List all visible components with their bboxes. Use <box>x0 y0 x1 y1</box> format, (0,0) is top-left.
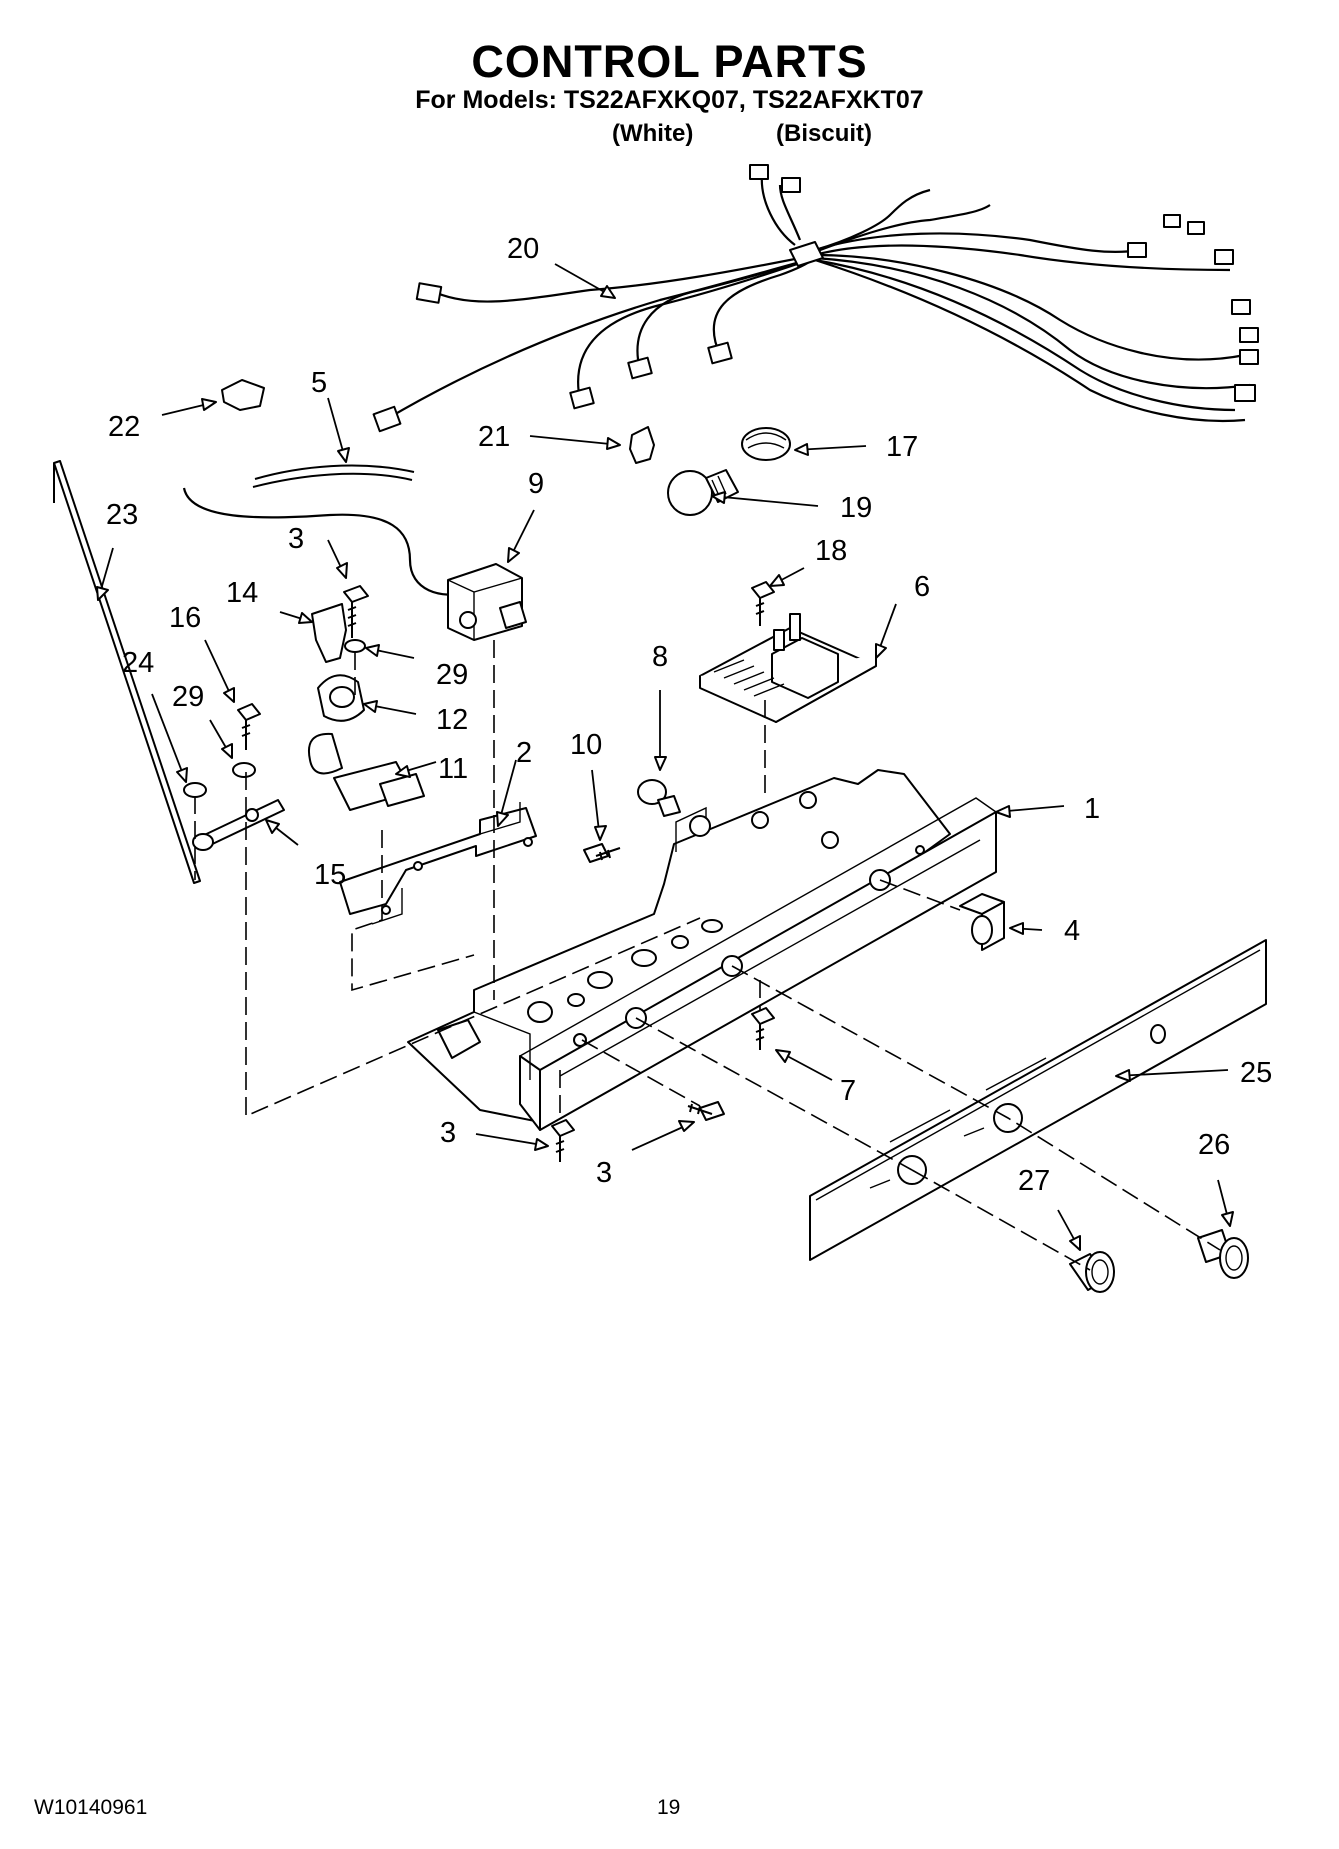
tube-part-5[interactable] <box>252 464 415 488</box>
screw-part-3-top[interactable] <box>343 585 369 638</box>
callout-4: 4 <box>1064 915 1080 947</box>
variant-biscuit-label: (Biscuit) <box>776 120 872 147</box>
knob-part-27[interactable] <box>1069 1251 1115 1293</box>
grommet-part-8[interactable] <box>637 779 681 817</box>
screw-part-3-bottom-left[interactable] <box>551 1119 575 1162</box>
callout-24: 24 <box>122 647 154 679</box>
rod-part-23[interactable] <box>53 460 201 884</box>
callout-8: 8 <box>652 641 668 673</box>
callout-23: 23 <box>106 499 138 531</box>
screw-part-16[interactable] <box>237 703 261 750</box>
callout-20: 20 <box>507 233 539 265</box>
switch-part-4[interactable] <box>959 893 1005 951</box>
callout-11: 11 <box>438 753 468 785</box>
leader-arrows <box>96 263 1234 1251</box>
callout-6: 6 <box>914 571 930 603</box>
callout-10: 10 <box>570 729 602 761</box>
temperature-control-part-9[interactable] <box>447 563 527 641</box>
callout-1: 1 <box>1084 793 1100 825</box>
callout-3-bottom-right: 3 <box>596 1157 612 1189</box>
document-number: W10140961 <box>34 1796 148 1819</box>
callout-17: 17 <box>886 431 918 463</box>
callout-16: 16 <box>169 602 201 634</box>
callout-5: 5 <box>311 367 327 399</box>
callout-18: 18 <box>815 535 847 567</box>
callout-labels: 20 22 5 21 17 19 9 18 6 23 3 14 16 24 29… <box>106 233 1272 1197</box>
washer-part-29-top[interactable] <box>344 639 366 653</box>
callout-9: 9 <box>528 468 544 500</box>
holder-part-12[interactable] <box>317 674 365 722</box>
callout-27: 27 <box>1018 1165 1050 1197</box>
screw-part-18[interactable] <box>751 581 775 626</box>
callout-3-top: 3 <box>288 523 304 555</box>
page-title: CONTROL PARTS <box>471 36 868 87</box>
control-board-part-6[interactable] <box>699 613 877 723</box>
washer-part-29-left[interactable] <box>232 762 256 778</box>
screw-part-10[interactable] <box>583 843 621 863</box>
callout-29-left: 29 <box>172 681 204 713</box>
bracket-part-14[interactable] <box>311 603 347 663</box>
alignment-lines <box>194 640 1221 1271</box>
light-socket-part-17[interactable] <box>741 427 791 461</box>
callout-12: 12 <box>436 704 468 736</box>
callout-21: 21 <box>478 421 510 453</box>
callout-19: 19 <box>840 492 872 524</box>
callout-2: 2 <box>516 737 532 769</box>
wire-harness-part[interactable] <box>372 164 1259 433</box>
callout-7: 7 <box>840 1075 856 1107</box>
callout-15: 15 <box>314 859 346 891</box>
mounting-bracket-part-2[interactable] <box>339 802 537 925</box>
control-housing-part-1[interactable] <box>407 769 997 1131</box>
light-bulb-part-19[interactable] <box>667 469 739 516</box>
damper-shaft-part-11[interactable] <box>308 732 425 811</box>
screw-part-7[interactable] <box>751 1007 775 1050</box>
callout-14: 14 <box>226 577 258 609</box>
knob-part-26[interactable] <box>1197 1229 1249 1279</box>
callout-26: 26 <box>1198 1129 1230 1161</box>
clip-part-22[interactable] <box>221 379 265 411</box>
washer-part-24[interactable] <box>183 782 207 798</box>
damper-arm-part-15[interactable] <box>192 799 285 851</box>
variant-white-label: (White) <box>612 120 694 147</box>
callout-3-bottom-left: 3 <box>440 1117 456 1149</box>
screw-part-3-bottom-right[interactable] <box>687 1101 725 1121</box>
page-number: 19 <box>657 1796 681 1819</box>
clamp-part-21[interactable] <box>629 426 655 464</box>
callout-25: 25 <box>1240 1057 1272 1089</box>
models-subtitle: For Models: TS22AFXKQ07, TS22AFXKT07 <box>415 86 924 114</box>
callout-22: 22 <box>108 411 140 443</box>
callout-29-top: 29 <box>436 659 468 691</box>
control-panel-part-25[interactable] <box>809 939 1267 1261</box>
